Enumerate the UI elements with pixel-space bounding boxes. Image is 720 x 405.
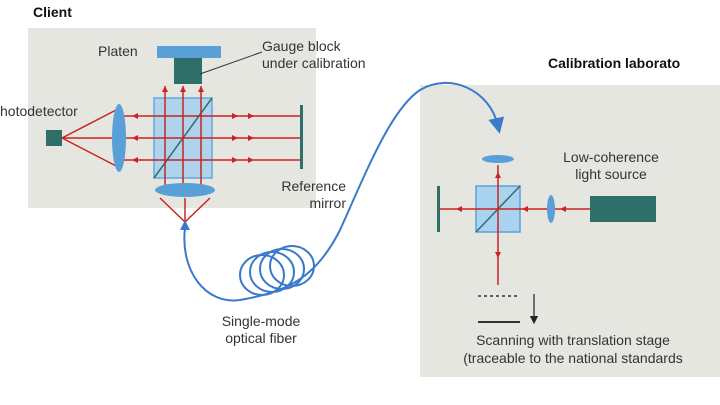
photodetector [46, 130, 62, 146]
reference-mirror [300, 105, 303, 169]
photodetector-label: hotodetector [0, 103, 78, 119]
reference-mirror-label: Reference mirror [281, 178, 346, 211]
client-heading: Client [33, 4, 72, 20]
client-lens-left [112, 104, 126, 172]
fiber-label: Single-mode optical fiber [221, 313, 301, 346]
lab-mirror-left [437, 186, 440, 232]
light-source [590, 196, 656, 222]
fiber-arrow-client [180, 220, 190, 230]
client-beam-arrows [132, 86, 254, 163]
lab-panel [420, 85, 720, 377]
client-beams [61, 86, 300, 223]
light-source-label: Low-coherence light source [563, 149, 659, 182]
client-lens-bottom [155, 183, 215, 197]
gauge-leader [199, 51, 263, 75]
platen [157, 46, 221, 58]
lab-lens-right [547, 195, 555, 223]
gauge-block [174, 58, 202, 84]
lab-lens-top [482, 155, 514, 163]
optical-fiber [183, 81, 505, 302]
platen-label: Platen [98, 43, 138, 59]
lab-heading: Calibration laborato [548, 55, 681, 71]
scanning-label: Scanning with translation stage (traceab… [463, 332, 683, 366]
gauge-block-label: Gauge block under calibration [262, 38, 366, 71]
